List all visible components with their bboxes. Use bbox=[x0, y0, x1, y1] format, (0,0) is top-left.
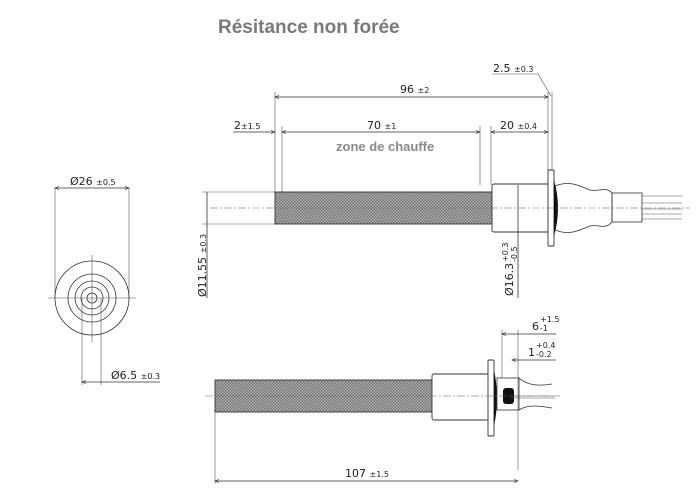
tol-collar-plus: +0.3 bbox=[501, 243, 510, 262]
tol-collar-minus: -0.5 bbox=[510, 246, 519, 262]
top-side-view: 96 ±2 2.5 ±0.3 2±1.5 70 ±1 zone de chauf… bbox=[196, 62, 690, 298]
dim-heating-zone: 70 ±1 bbox=[367, 119, 396, 132]
drawing-title: Résitance non forée bbox=[218, 17, 400, 38]
heating-zone-label: zone de chauffe bbox=[336, 139, 434, 154]
dim-flange-thickness: 2.5 ±0.3 bbox=[493, 62, 533, 75]
bottom-side-view: 6 +1.5 -1 1 +0.4 -0.2 107 ±1.5 bbox=[205, 315, 560, 484]
dim-lead-length: 6 bbox=[532, 320, 539, 333]
dim-flange-diameter: Ø26 ±0.5 bbox=[70, 175, 116, 188]
tol-gap-minus: -0.2 bbox=[536, 350, 552, 359]
dim-lead-gap: 1 bbox=[528, 346, 535, 359]
tol-lead-plus: +1.5 bbox=[540, 315, 559, 324]
dim-offset: 2±1.5 bbox=[234, 119, 260, 132]
dim-collar-length: 20 ±0.4 bbox=[500, 119, 537, 132]
dim-overall-length: 107 ±1.5 bbox=[345, 467, 389, 480]
dim-lead-diameter: Ø6.5 ±0.3 bbox=[111, 369, 160, 382]
dim-tube-diameter: Ø11.55 ±0.3 bbox=[196, 234, 209, 297]
end-view: Ø26 ±0.5 Ø6.5 ±0.3 bbox=[48, 175, 160, 385]
dim-total-length: 96 ±2 bbox=[400, 83, 429, 96]
dim-collar-diameter: Ø16.3 bbox=[503, 263, 516, 296]
tol-gap-plus: +0.4 bbox=[536, 341, 555, 350]
tol-lead-minus: -1 bbox=[540, 324, 548, 333]
